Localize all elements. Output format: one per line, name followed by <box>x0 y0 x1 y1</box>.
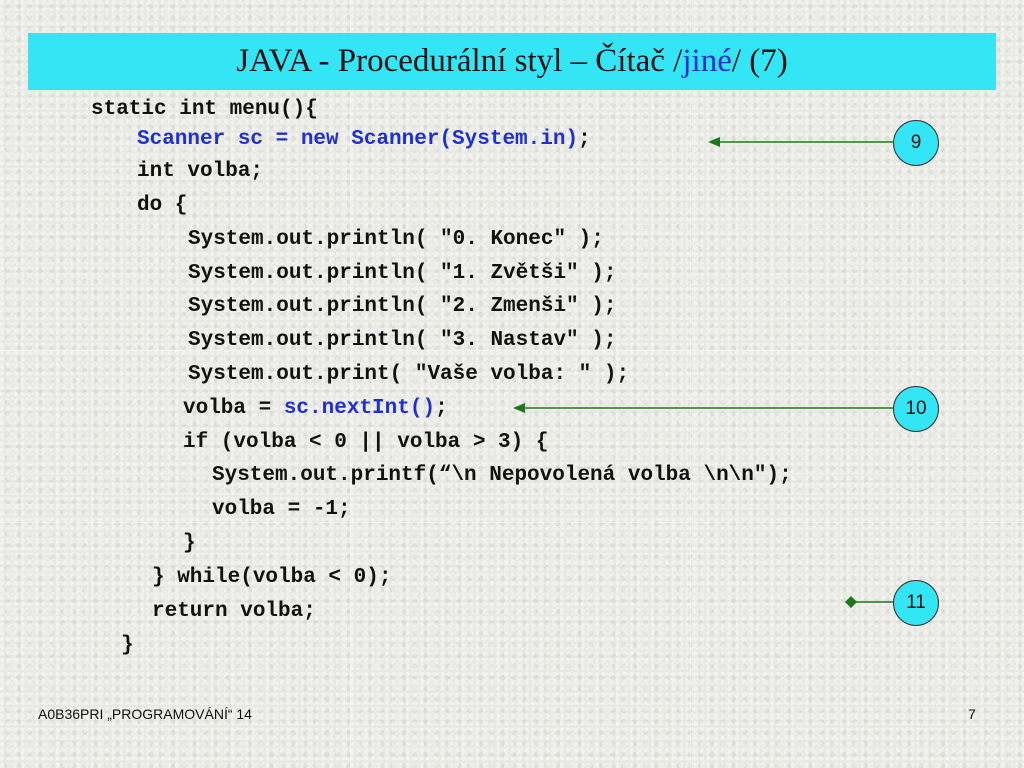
code-highlight: sc.nextInt() <box>283 397 436 420</box>
code-line: do { <box>137 194 188 217</box>
code-line: System.out.println( "2. Zmenši" ); <box>188 295 617 318</box>
code-line: int volba; <box>137 160 264 183</box>
title-link-jine[interactable]: jiné <box>682 43 732 79</box>
footer-course-label: A0B36PRI „PROGRAMOVÁNÍ“ 14 <box>38 706 252 722</box>
background-divider <box>690 0 691 768</box>
code-token: volba = <box>183 397 284 420</box>
diamond-marker-icon <box>845 596 893 608</box>
code-line: volba = sc.nextInt(); <box>183 397 448 421</box>
callout-badge: 11 <box>893 580 939 626</box>
arrow-left-icon <box>513 403 893 413</box>
title-suffix: / (7) <box>731 43 788 79</box>
code-line: static int menu(){ <box>91 98 318 121</box>
code-token: ; <box>578 128 591 151</box>
arrow-left-icon <box>708 137 893 147</box>
code-line: System.out.printf(“\n Nepovolená volba \… <box>212 464 792 487</box>
background-divider <box>350 0 351 768</box>
background-divider <box>0 522 1024 523</box>
background-divider <box>0 350 1024 351</box>
code-line: volba = -1; <box>212 498 351 521</box>
code-line: } <box>183 532 196 555</box>
code-line: System.out.println( "0. Konec" ); <box>188 228 604 251</box>
callout-badge: 10 <box>893 386 939 432</box>
title-text: JAVA - Procedurální styl – Čítač / <box>236 43 683 79</box>
slide-title: JAVA - Procedurální styl – Čítač /jiné/ … <box>28 33 996 90</box>
code-line: System.out.println( "3. Nastav" ); <box>188 329 617 352</box>
code-line: System.out.println( "1. Zvětši" ); <box>188 262 617 285</box>
code-line: System.out.print( "Vaše volba: " ); <box>188 363 630 386</box>
footer-page-number: 7 <box>968 706 976 722</box>
code-line: } while(volba < 0); <box>152 566 392 589</box>
code-line: } <box>121 634 134 657</box>
callout-badge: 9 <box>893 120 939 166</box>
code-token: ; <box>435 397 448 420</box>
code-line: Scanner sc = new Scanner(System.in); <box>137 128 591 152</box>
code-line: if (volba < 0 || volba > 3) { <box>183 431 549 454</box>
code-highlight: Scanner sc = new Scanner(System.in) <box>137 128 579 151</box>
code-line: return volba; <box>152 600 316 623</box>
